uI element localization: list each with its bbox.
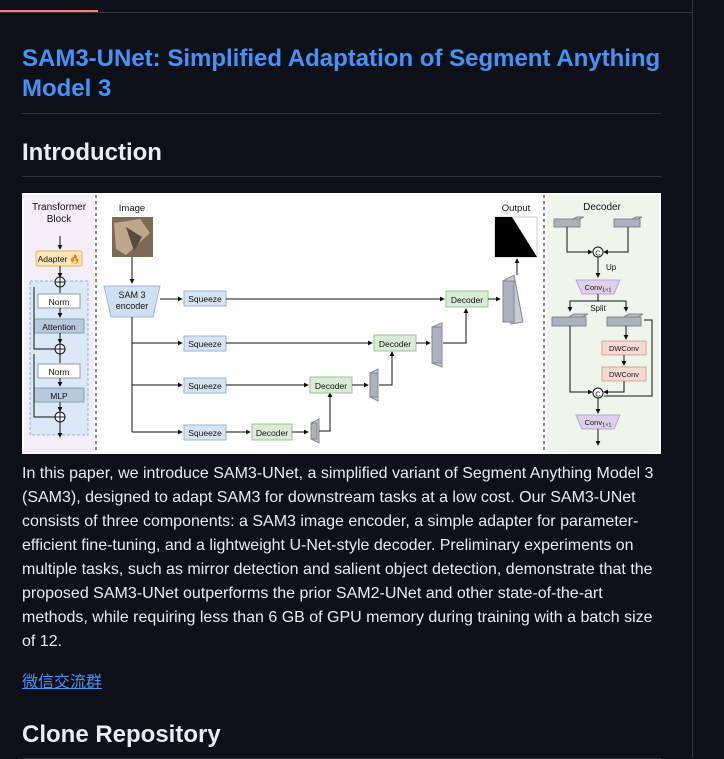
dwconv-label-2: DWConv [609, 370, 639, 379]
decoder-panel-title: Decoder [583, 202, 621, 213]
encoder-label-1: SAM 3 [118, 290, 145, 300]
decoder-label-1: Decoder [451, 295, 483, 305]
mlp-label: MLP [50, 391, 68, 401]
tab-bar [0, 0, 692, 13]
conv-sub-1: 1×1 [602, 288, 611, 294]
norm-block-1 [37, 293, 81, 309]
norm-label-2: Norm [49, 367, 70, 377]
concat-symbol-2: C [595, 390, 601, 399]
squeeze-label-3: Squeeze [188, 381, 222, 391]
transformer-block-title-line2: Block [47, 214, 72, 225]
introduction-heading: Introduction [22, 138, 661, 177]
image-label: Image [119, 203, 145, 214]
adapter-label: Adapter 🔥 [38, 254, 81, 264]
conv-label-1: Conv [585, 283, 603, 292]
readme-content: SAM3-UNet: Simplified Adaptation of Segm… [22, 44, 661, 759]
conv1x1-block-2 [575, 414, 621, 430]
wechat-group-link[interactable]: 微信交流群 [22, 674, 103, 691]
architecture-diagram: Transformer Block Adapter 🔥 Norm Attenti… [24, 195, 659, 452]
transformer-block-title-line1: Transformer [32, 202, 87, 213]
dwconv-label-1: DWConv [609, 344, 639, 353]
concat-symbol-1: C [595, 249, 601, 258]
svg-text:Conv1×1: Conv1×1 [585, 283, 612, 294]
active-tab-indicator [0, 10, 98, 12]
up-label: Up [606, 263, 617, 272]
decoder-label-3: Decoder [315, 381, 347, 391]
sidebar-divider [692, 0, 693, 757]
squeeze-label-4: Squeeze [188, 428, 222, 438]
norm-block-2 [37, 363, 81, 379]
architecture-figure: Transformer Block Adapter 🔥 Norm Attenti… [22, 193, 661, 454]
split-label: Split [590, 304, 606, 313]
norm-label-1: Norm [49, 297, 70, 307]
clone-repository-heading: Clone Repository [22, 720, 661, 759]
page-title: SAM3-UNet: Simplified Adaptation of Segm… [22, 44, 661, 114]
encoder-label-2: encoder [116, 301, 149, 311]
sam3-encoder [103, 285, 161, 318]
decoder-label-4: Decoder [256, 428, 288, 438]
attention-label: Attention [42, 322, 76, 332]
abstract-paragraph: In this paper, we introduce SAM3-UNet, a… [22, 465, 654, 650]
output-label: Output [502, 203, 531, 214]
conv1x1-block-1 [575, 279, 621, 295]
squeeze-label-1: Squeeze [188, 294, 222, 304]
decoder-label-2: Decoder [379, 339, 411, 349]
adapter-block [35, 250, 83, 267]
squeeze-label-2: Squeeze [188, 339, 222, 349]
conv-label-2: Conv [585, 418, 603, 427]
svg-text:Conv1×1: Conv1×1 [585, 418, 612, 429]
conv-sub-2: 1×1 [602, 423, 611, 429]
